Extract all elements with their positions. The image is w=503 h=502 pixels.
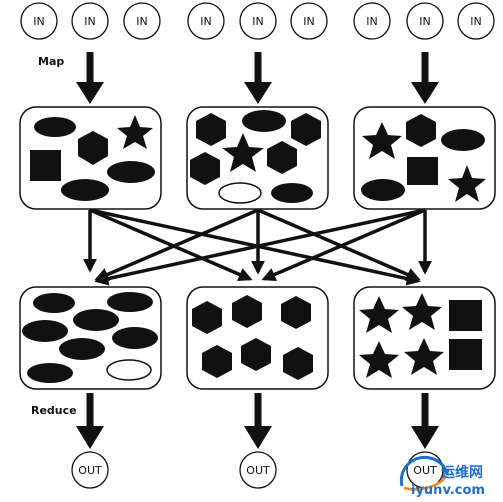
input-node: IN xyxy=(457,2,495,40)
map-stage-label: Map xyxy=(38,55,64,68)
input-node-label: IN xyxy=(303,15,314,28)
output-node-label: OUT xyxy=(246,464,270,477)
hexagon-shape xyxy=(78,131,108,165)
shuffle-arrows xyxy=(83,208,432,286)
square-shape xyxy=(30,150,61,181)
reduce-stage-label: Reduce xyxy=(31,404,77,417)
ellipse-shape xyxy=(441,129,485,151)
map-box xyxy=(186,106,329,210)
hexagon-shape xyxy=(196,113,226,146)
output-node-label: OUT xyxy=(78,464,102,477)
reduce-arrows xyxy=(76,393,439,449)
input-node-label: IN xyxy=(252,15,263,28)
output-node: OUT xyxy=(406,451,444,489)
ellipse-shape xyxy=(107,292,153,312)
star-shape xyxy=(222,133,264,172)
input-node: IN xyxy=(353,2,391,40)
ellipse-shape xyxy=(33,293,75,313)
map-box xyxy=(353,106,496,210)
input-node: IN xyxy=(71,2,109,40)
ellipse-shape xyxy=(22,320,68,342)
star-shape xyxy=(404,338,444,375)
output-node: OUT xyxy=(71,451,109,489)
hexagon-shape xyxy=(406,114,436,147)
watermark-site-url: iyunv.com xyxy=(411,483,485,498)
ellipse-shape xyxy=(73,309,119,331)
ellipse-shape xyxy=(107,161,155,183)
input-node: IN xyxy=(406,2,444,40)
reduce-box xyxy=(186,286,329,390)
input-node-label: IN xyxy=(470,15,481,28)
ellipse-shape xyxy=(361,179,405,201)
hexagon-shape xyxy=(267,141,297,174)
input-node-label: IN xyxy=(366,15,377,28)
hexagon-shape xyxy=(291,113,321,146)
watermark-site-name: 运维网 xyxy=(441,464,483,481)
square-shape xyxy=(407,157,438,185)
input-node-label: IN xyxy=(84,15,95,28)
input-node-label: IN xyxy=(200,15,211,28)
watermark: 运维网 iyunv.com xyxy=(399,455,485,498)
hexagon-shape xyxy=(202,345,232,378)
star-shape xyxy=(359,341,399,378)
star-shape xyxy=(402,293,442,330)
ellipse-outline-shape xyxy=(218,182,262,204)
ellipse-outline-shape xyxy=(106,359,152,381)
hexagon-shape xyxy=(283,347,313,380)
ellipse-shape xyxy=(112,327,158,349)
watermark-swoosh-icon xyxy=(399,455,449,487)
square-shape xyxy=(449,300,482,331)
output-node: OUT xyxy=(239,451,277,489)
output-nodes: OUT OUT OUT xyxy=(71,451,444,489)
ellipse-shape xyxy=(27,363,73,383)
input-node: IN xyxy=(239,2,277,40)
hexagon-shape xyxy=(241,338,271,371)
hexagon-shape xyxy=(192,301,222,334)
star-shape xyxy=(359,296,399,333)
input-node: IN xyxy=(187,2,225,40)
input-node: IN xyxy=(123,2,161,40)
reduce-box xyxy=(353,286,496,390)
output-node-label: OUT xyxy=(413,464,437,477)
star-shape xyxy=(448,165,486,202)
ellipse-shape xyxy=(34,117,76,137)
input-nodes: IN IN IN IN IN IN IN IN IN xyxy=(20,2,495,40)
ellipse-shape xyxy=(59,338,105,360)
reduce-box xyxy=(19,286,162,390)
input-node-label: IN xyxy=(419,15,430,28)
ellipse-shape xyxy=(242,110,286,132)
hexagon-shape xyxy=(232,295,262,328)
star-shape xyxy=(362,122,402,159)
watermark-swoosh-accent-icon xyxy=(403,475,448,491)
star-shape xyxy=(117,115,153,149)
hexagon-shape xyxy=(281,296,311,329)
ellipse-shape xyxy=(61,179,109,201)
square-shape xyxy=(449,339,482,370)
input-node-label: IN xyxy=(136,15,147,28)
ellipse-shape xyxy=(271,183,313,203)
input-node-label: IN xyxy=(33,15,44,28)
input-node: IN xyxy=(20,2,58,40)
map-arrows xyxy=(76,52,439,104)
input-node: IN xyxy=(290,2,328,40)
map-box xyxy=(19,106,162,210)
hexagon-shape xyxy=(190,152,220,185)
